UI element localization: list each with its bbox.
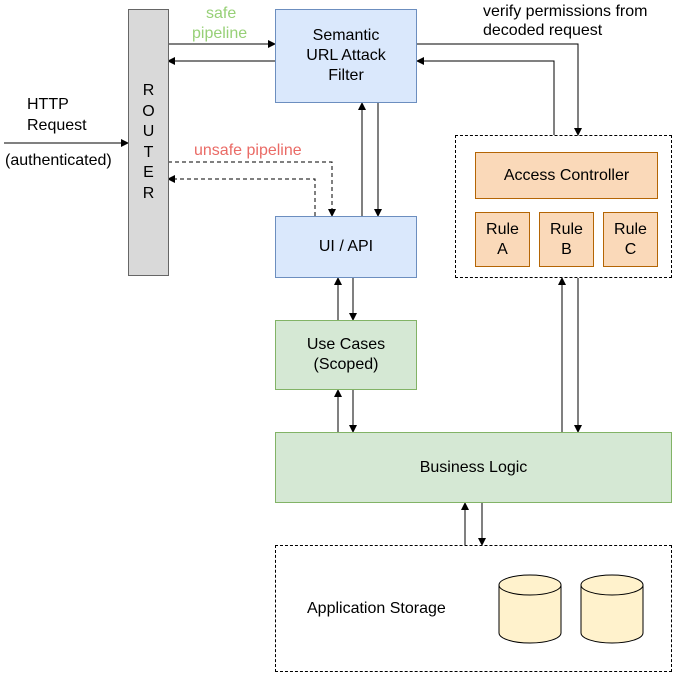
- verify-note-line1: verify permissions from: [483, 3, 648, 20]
- unsafe-pipeline-label: unsafe pipeline: [194, 142, 302, 159]
- router-letter: T: [143, 143, 154, 161]
- safe-label: safe: [206, 5, 237, 22]
- access-controller-box: Access Controller: [475, 152, 658, 199]
- unsafe-pipeline-arrow-to-router: [167, 175, 316, 216]
- rule-a-label: Rule A: [486, 220, 519, 258]
- access-to-filter-arrow: [416, 57, 555, 135]
- rule-a-box: Rule A: [475, 212, 530, 267]
- access-control-group: [455, 135, 672, 278]
- request-label: Request: [27, 117, 87, 134]
- http-label: HTTP: [27, 96, 69, 113]
- unsafe-pipeline-arrow-to-ui: [168, 161, 336, 217]
- rule-b-box: Rule B: [539, 212, 594, 267]
- verify-note-line2: decoded request: [483, 22, 603, 39]
- router-letter: R: [142, 184, 155, 202]
- application-storage-label: Application Storage: [307, 600, 446, 617]
- router-letter: E: [143, 164, 154, 181]
- rule-c-box: Rule C: [603, 212, 658, 267]
- router-letter: U: [142, 123, 155, 140]
- rule-b-label: Rule B: [550, 220, 583, 258]
- database-cylinder-2: [580, 574, 644, 644]
- application-storage-group: [275, 545, 672, 672]
- router-letter: R: [142, 82, 155, 99]
- semantic-url-attack-filter-box: Semantic URL Attack Filter: [275, 9, 417, 103]
- business-logic-box: Business Logic: [275, 432, 672, 503]
- database-cylinder-1: [498, 574, 562, 644]
- business-logic-label: Business Logic: [419, 458, 528, 476]
- router-letter: O: [142, 102, 155, 120]
- filter-to-access-arrow: [417, 43, 582, 136]
- authenticated-label: (authenticated): [5, 152, 112, 169]
- pipeline-label: pipeline: [192, 25, 248, 42]
- semantic-filter-label: Semantic URL Attack Filter: [306, 27, 386, 84]
- access-controller-label: Access Controller: [503, 166, 630, 184]
- ui-api-box: UI / API: [275, 216, 417, 278]
- use-cases-label: Use Cases (Scoped): [306, 336, 386, 373]
- rule-c-label: Rule C: [614, 220, 647, 258]
- use-cases-box: Use Cases (Scoped): [275, 320, 417, 390]
- ui-api-label: UI / API: [318, 238, 374, 255]
